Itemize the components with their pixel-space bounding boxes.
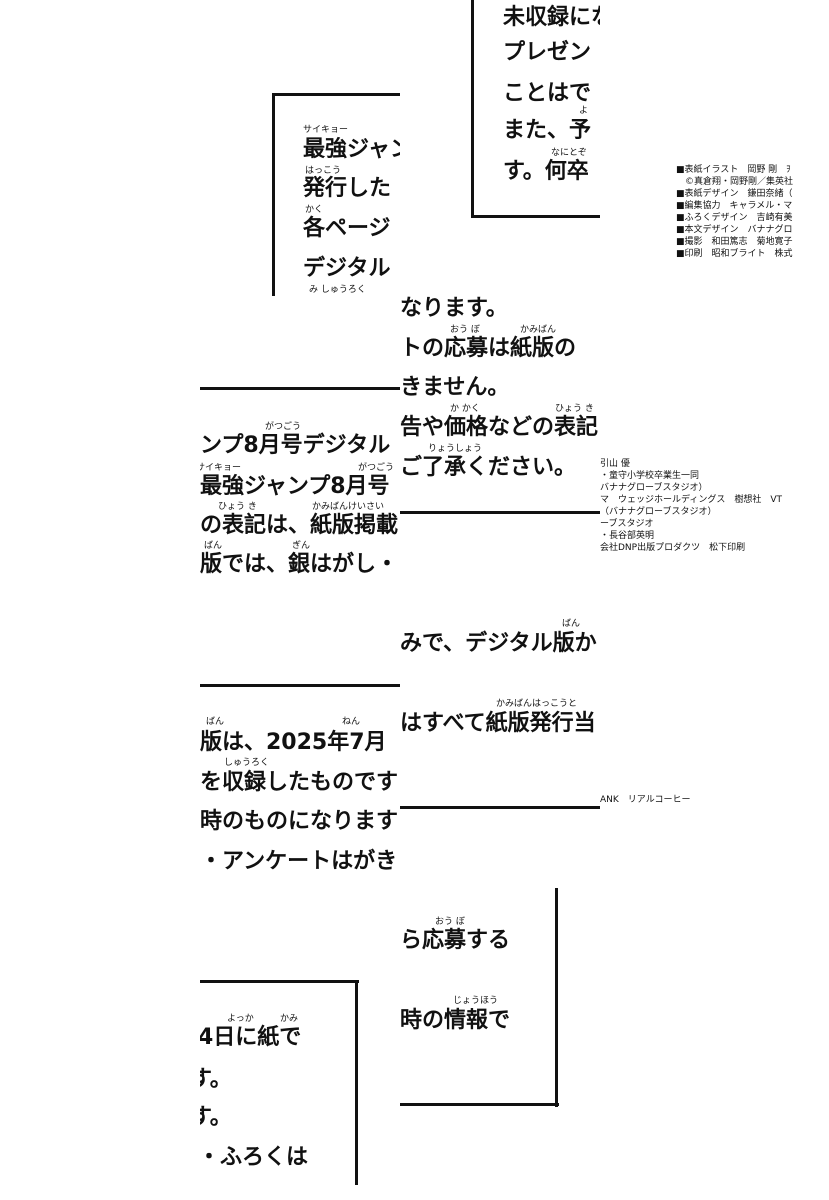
ruby-text: おう ぼ [450, 325, 480, 335]
border-line [400, 511, 600, 514]
text-line: を収録したものです [200, 770, 399, 795]
ruby-text: よっか [227, 1014, 254, 1024]
text-line: す。何卒 [503, 159, 589, 184]
text-line: 未収録にな [503, 5, 600, 30]
border-line [200, 684, 400, 687]
ruby-text: おう ぼ [435, 917, 465, 927]
text-fragment-f: ばん ねん 版は、2025年7月 しゅうろく を収録したものです 時のものになり… [200, 684, 400, 880]
text-line: す。 [200, 1105, 232, 1130]
credit-line: ©真倉翔・岡野剛／集英社 [685, 177, 794, 187]
credit-line: ■ふろくデザイン 吉崎有美 [676, 213, 793, 223]
ruby-text: かみばんけいさい [312, 502, 385, 512]
text-line: ンプ8月号デジタル [200, 433, 391, 458]
credit-line: 引山 優 [600, 459, 630, 469]
credit-line: （バナナグローブスタジオ） [600, 507, 717, 517]
text-line: プレゼン [503, 40, 592, 65]
border-line [471, 0, 474, 218]
text-line: ら応募する [400, 928, 511, 953]
text-fragment-b: サイキョー 最強ジャン はっこう 発行した かく 各ページ デジタル み しゅう… [272, 93, 400, 296]
text-line: の表記は、紙版掲載 [200, 513, 399, 538]
ruby-text: しゅうろく [224, 758, 270, 768]
text-line: 各ページ [303, 216, 391, 241]
credits-block-2: 引山 優 ・童守小学校卒業生一同 バナナグローブスタジオ） マ ウェッジホールデ… [600, 458, 829, 564]
text-fragment-a: 未収録にな プレゼン ことはで よ また、予 なにとぞ す。何卒 [471, 0, 600, 218]
credit-line: ・長谷部英明 [600, 531, 655, 541]
credit-line: ■編集協力 キャラメル・マ [676, 201, 793, 211]
ruby-text: かみ [280, 1014, 299, 1024]
text-line: 発行した [303, 176, 392, 201]
text-line: 最強ジャンプ8月号 [200, 474, 390, 499]
credit-line: ■印刷 昭和ブライト 株式 [676, 249, 793, 259]
text-line: す。 [200, 1067, 232, 1092]
text-line: ・アンケートはがき [200, 849, 398, 874]
ruby-text: ねん [342, 717, 361, 727]
ruby-text: りょうしょう [428, 444, 483, 454]
text-line: トの応募は紙版の [400, 336, 577, 361]
credit-line: ■撮影 和田篤志 菊地寛子 [676, 237, 793, 247]
credit-line: ■本文デザイン バナナグロ [676, 225, 793, 235]
credit-line: ■表紙デザイン 鎌田奈緒（ [676, 189, 793, 199]
text-line: ご了承ください。 [400, 455, 577, 480]
ruby-text: じょうほう [453, 996, 499, 1006]
ruby-text: はっこう [305, 166, 342, 176]
text-fragment-h: よっか かみ 4日に紙で す。 す。 ・ふろくは [200, 980, 359, 1185]
ruby-text: ばん [206, 717, 225, 727]
text-line: 時の情報で [400, 1008, 511, 1033]
ruby-text: かみばんはっこうと [496, 699, 578, 709]
ruby-text: ばん [562, 619, 581, 629]
text-fragment-c: なります。 おう ぼ かみばん トの応募は紙版の きません。 か かく ひょう … [400, 296, 600, 516]
border-line [272, 93, 275, 296]
border-line [400, 806, 600, 809]
text-line: きません。 [400, 375, 510, 400]
ruby-text: ばん [204, 541, 223, 551]
ruby-text: ひょう き [555, 404, 594, 414]
text-line: ことはで [503, 81, 592, 106]
ruby-text: か かく [450, 404, 480, 414]
credit-line: 会社DNP出版プロダクツ 松下印刷 [600, 543, 746, 553]
ruby-text: かみばん [520, 325, 557, 335]
credit-line: バナナグローブスタジオ） [600, 483, 708, 493]
ruby-text: ぎん [292, 541, 311, 551]
border-line [355, 980, 358, 1185]
border-line [272, 93, 400, 96]
ruby-text: がつごう [358, 463, 395, 473]
border-line [200, 387, 400, 390]
text-line: みで、デジタル版か [400, 631, 597, 656]
text-line: 最強ジャン [303, 137, 400, 162]
text-line: また、予 [503, 118, 592, 143]
credit-line: ANK リアルコーヒー [600, 795, 691, 805]
text-line: 版は、2025年7月 [200, 730, 387, 755]
text-fragment-d: がつごう ンプ8月号デジタル サイキョー がつごう 最強ジャンプ8月号 ひょう … [200, 387, 400, 587]
border-line [400, 1103, 559, 1106]
text-line: デジタル [303, 256, 391, 281]
text-line: 版では、銀はがし・ [200, 552, 399, 577]
credit-line: ーブスタジオ [600, 519, 654, 529]
text-line: ・ふろくは [200, 1145, 309, 1170]
credits-block-3: ANK リアルコーヒー [600, 794, 720, 808]
credit-line: ・童守小学校卒業生一同 [600, 471, 700, 481]
ruby-text: サイキョー [303, 125, 349, 135]
ruby-text: かく [305, 205, 324, 215]
text-line: 告や価格などの表記 [400, 415, 599, 440]
credit-line: ■表紙イラスト 岡野 剛 ｦ [676, 165, 791, 175]
text-fragment-g: おう ぼ ら応募する じょうほう 時の情報で [400, 888, 559, 1107]
ruby-text: サイキョー [200, 463, 242, 473]
ruby-text: がつごう [265, 422, 302, 432]
ruby-text: み しゅうろく [309, 285, 366, 295]
ruby-text: ひょう き [218, 502, 257, 512]
credit-line: マ ウェッジホールディングス 樹想社 VT [600, 495, 783, 505]
text-line: 時のものになります [200, 809, 399, 834]
border-line [555, 888, 558, 1107]
border-line [200, 980, 359, 983]
text-line: なります。 [400, 296, 508, 321]
border-line [471, 215, 600, 218]
text-fragment-e: ばん みで、デジタル版か かみばんはっこうと はすべて紙版発行当 [400, 610, 600, 811]
ruby-text: なにとぞ [551, 148, 587, 158]
ruby-text: よ [579, 106, 589, 116]
text-line: 4日に紙で [200, 1025, 302, 1050]
text-line: はすべて紙版発行当 [400, 711, 596, 736]
credits-block-1: ■表紙イラスト 岡野 剛 ｦ ©真倉翔・岡野剛／集英社 ■表紙デザイン 鎌田奈緒… [676, 164, 829, 268]
